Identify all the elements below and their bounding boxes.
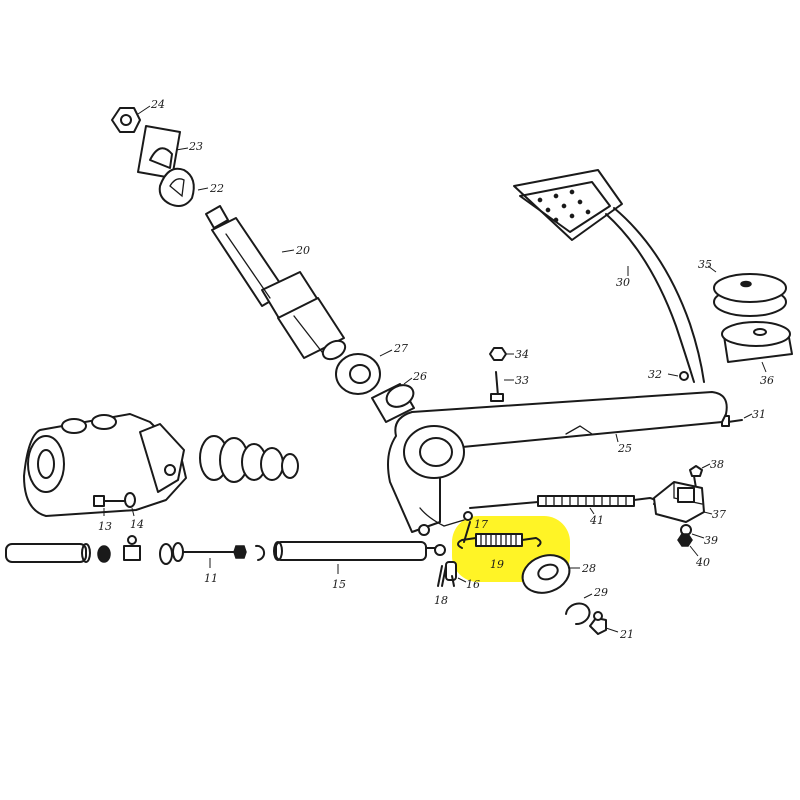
label-15: 15 — [332, 578, 346, 591]
label-35: 35 — [698, 258, 712, 271]
label-22: 22 — [209, 182, 224, 195]
label-19: 19 — [490, 558, 504, 571]
label-18: 18 — [434, 594, 448, 607]
part-34-nut[interactable] — [489, 347, 507, 361]
label-31: 31 — [752, 408, 766, 421]
part-16-clevis-pin[interactable] — [445, 561, 457, 587]
label-27: 27 — [393, 342, 408, 355]
label-40: 40 — [695, 556, 710, 569]
label-23: 23 — [188, 140, 203, 153]
part-38-bolt[interactable] — [689, 465, 703, 489]
label-36: 36 — [760, 374, 774, 387]
label-32: 32 — [648, 368, 662, 381]
label-30: 30 — [616, 276, 630, 289]
label-41: 41 — [589, 514, 604, 527]
part-37-stop-bracket[interactable] — [653, 481, 705, 523]
label-38: 38 — [710, 458, 724, 471]
part-29-circlip[interactable] — [565, 602, 591, 626]
part-40-nut[interactable] — [677, 533, 693, 547]
part-25-lever[interactable] — [387, 391, 728, 536]
part-35-rubber-pad[interactable] — [713, 273, 787, 317]
master-cylinder-body[interactable] — [23, 413, 187, 517]
label-21: 21 — [619, 628, 634, 641]
label-13: 13 — [98, 520, 112, 533]
label-11: 11 — [204, 572, 218, 585]
part-14-washer[interactable] — [124, 492, 136, 508]
label-28: 28 — [581, 562, 596, 575]
part-41-return-spring[interactable] — [469, 495, 657, 509]
part-28-washer[interactable] — [517, 549, 574, 599]
label-26: 26 — [412, 370, 427, 383]
label-17: 17 — [474, 518, 488, 531]
label-20: 20 — [295, 244, 310, 257]
part-13-bolt[interactable] — [93, 495, 125, 507]
part-11-push-rod[interactable] — [5, 535, 266, 565]
label-29: 29 — [593, 586, 608, 599]
label-37: 37 — [712, 508, 726, 521]
part-19-pedal-spring[interactable] — [457, 533, 542, 549]
part-30-pedal-pad-arm[interactable] — [513, 169, 705, 383]
part-18-split-pin[interactable] — [437, 565, 447, 587]
label-25: 25 — [617, 442, 632, 455]
label-14: 14 — [130, 518, 144, 531]
label-33: 33 — [515, 374, 529, 387]
part-26-bush[interactable] — [371, 381, 417, 423]
part-15-cross-shaft[interactable] — [273, 541, 446, 561]
label-24: 24 — [150, 98, 165, 111]
label-34: 34 — [515, 348, 529, 361]
part-33-bolt[interactable] — [490, 371, 504, 402]
label-16: 16 — [466, 578, 480, 591]
label-39: 39 — [704, 534, 718, 547]
part-32-pin[interactable] — [679, 371, 689, 381]
part-22-washer[interactable] — [158, 167, 195, 207]
part-20-pedal-shaft[interactable] — [205, 205, 348, 363]
part-21-grease-nipple[interactable] — [589, 611, 607, 635]
part-36-felt-pad[interactable] — [721, 321, 793, 363]
part-24-nut[interactable] — [111, 107, 141, 133]
master-cylinder-boot[interactable] — [199, 435, 299, 483]
part-27-washer[interactable] — [335, 353, 381, 395]
